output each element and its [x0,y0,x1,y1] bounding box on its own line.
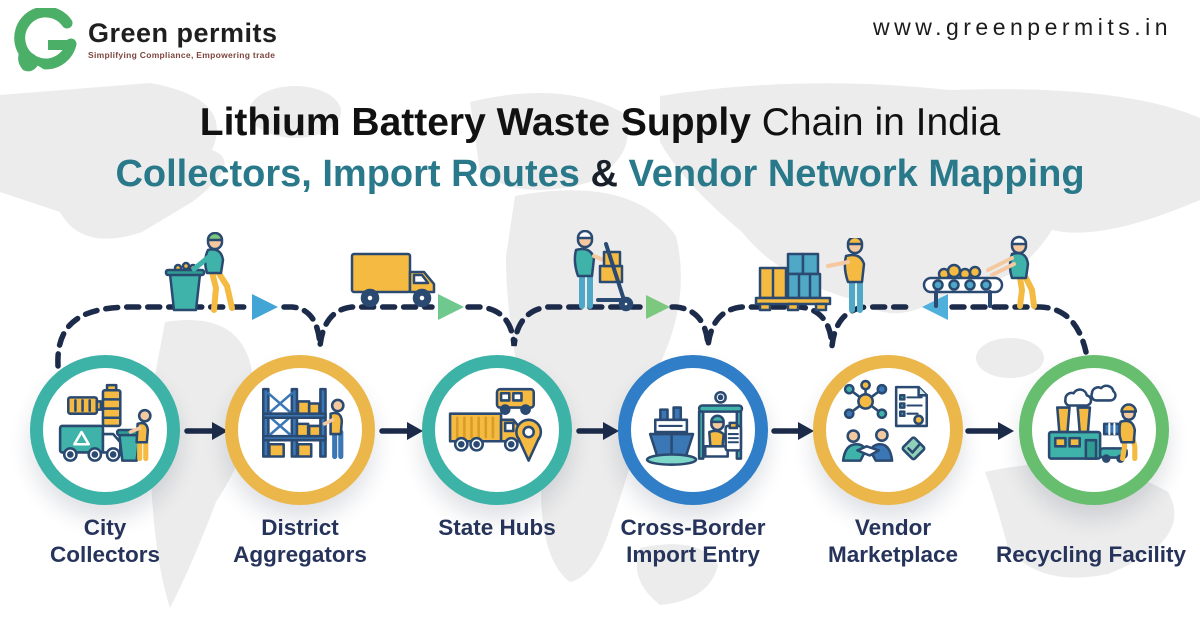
website-url: www.greenpermits.in [873,14,1172,40]
caption-line: District [261,515,339,540]
brand-name: Green permits [88,18,278,48]
caption-line: City [83,515,127,540]
delivery-truck-illustration [350,252,436,308]
conveyor-sorting-illustration [922,235,1037,309]
caption-line: Import Entry [626,542,760,567]
stage-city-collectors [30,355,180,505]
stage-connector-2-head-icon [407,422,423,440]
route-arrow-2-icon [438,294,464,320]
caption-district-aggregators: District Aggregators [180,514,420,568]
caption-city-collectors: City Collectors [0,514,225,568]
caption-line: State Hubs [438,515,556,540]
caption-line: Recycling Facility [995,542,1187,567]
stage-connector-1-head-icon [212,422,228,440]
green-permits-logo-icon [14,8,77,72]
title-regular-part: Chain in India [750,101,1001,144]
stage-cross-border [618,355,768,505]
title-bold-part: Lithium Battery Waste Supply [199,101,751,144]
pallet-stacking-illustration [754,238,866,313]
stage-vendor-marketplace [813,355,963,505]
state-hubs-icon [448,387,543,462]
route-arrow-3-icon [646,295,670,319]
brand-tagline: Simplifying Compliance, Empowering trade [88,50,276,60]
caption-line: Cross-Border [620,515,766,540]
subtitle-lead: Collectors, Import Routes [115,153,580,195]
caption-line: Vendor [854,515,932,540]
caption-line: Collectors [49,542,161,567]
caption-vendor-marketplace: Vendor Marketplace [773,514,1013,568]
cross-border-icon [645,390,744,466]
caption-cross-border: Cross-Border Import Entry [573,514,813,568]
city-collectors-icon [58,383,152,462]
stage-district-aggregators [225,355,375,505]
worker-handtruck-illustration [573,230,634,312]
stage-connector-3-head-icon [603,422,619,440]
page-title: Lithium Battery Waste Supply Chain in In… [0,103,1200,193]
vendor-marketplace-icon [841,379,929,462]
stage-connector-5-head-icon [998,422,1014,440]
subtitle-ampersand: & [579,153,629,195]
worker-with-bin-illustration [164,232,235,313]
title-line-1: Lithium Battery Waste Supply Chain in In… [0,103,1200,142]
caption-recycling-facility: Recycling Facility [971,541,1200,568]
title-line-2: Collectors, Import Routes & Vendor Netwo… [0,155,1200,193]
dashed-route-path [55,304,1089,369]
district-aggregators-icon [262,387,345,460]
caption-line: Aggregators [233,542,367,567]
stage-connector-4-head-icon [798,422,814,440]
stage-recycling-facility [1019,355,1169,505]
subtitle-tail: Vendor Network Mapping [628,153,1085,195]
recycling-facility-icon [1047,384,1138,463]
brand-logo-group: Green permits Simplifying Compliance, Em… [14,8,278,72]
caption-state-hubs: State Hubs [377,514,617,541]
stage-state-hubs [422,355,572,505]
caption-line: Marketplace [827,542,959,567]
route-arrow-1-icon [252,294,278,320]
